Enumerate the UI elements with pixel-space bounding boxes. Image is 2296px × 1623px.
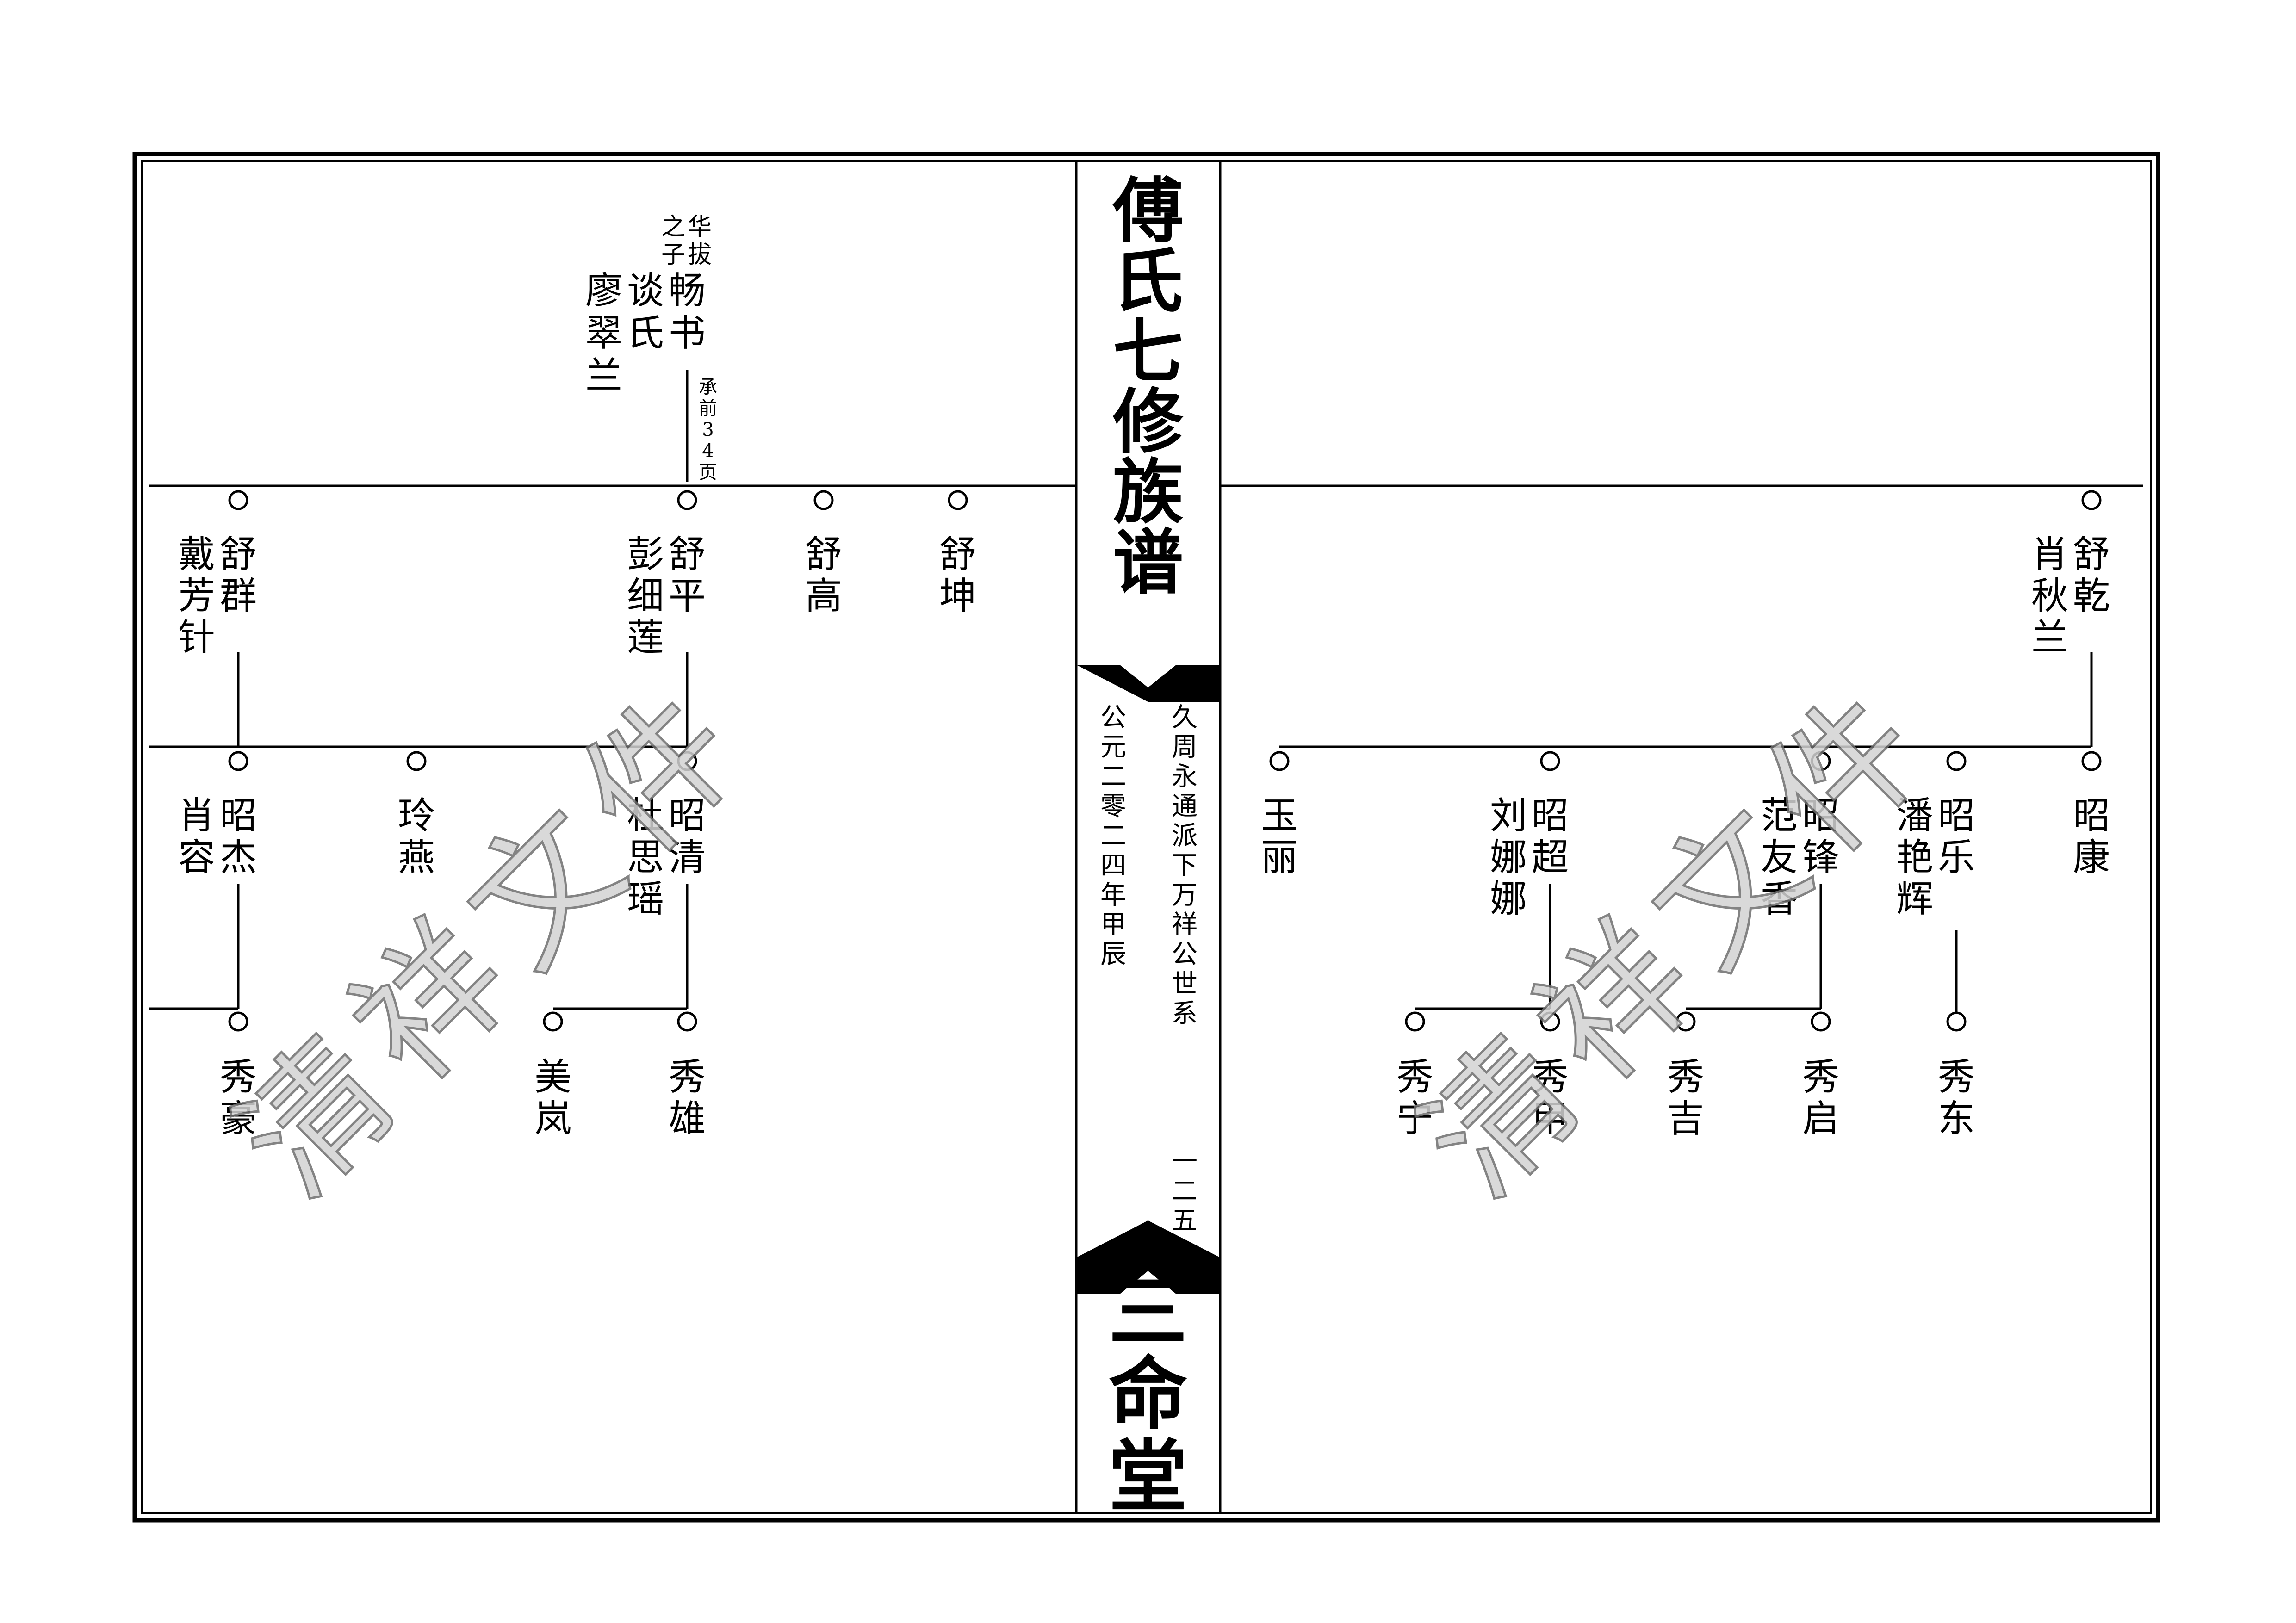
node-xiuxiong (677, 1011, 697, 1032)
spine-page-number: 一二五 (1172, 1146, 1198, 1236)
node-zhaoqing (677, 751, 697, 771)
name-shuqun: 舒群 (220, 533, 257, 617)
node-xiudong (1946, 1011, 1967, 1032)
name-xiuhao: 秀豪 (220, 1055, 257, 1140)
spouse-liunana: 刘娜娜 (1490, 794, 1527, 920)
name-lingyan: 玲燕 (398, 794, 435, 879)
spine: 傅氏七修族谱 久周永通派下万祥公世系 公元二零二四年甲辰 一二五 三命堂 (1075, 161, 1222, 1523)
spouse-dusiyao: 杜思瑶 (627, 794, 664, 920)
node-xiujia (1540, 1011, 1560, 1032)
node-zhaole (1946, 751, 1967, 771)
spine-title: 傅氏七修族谱 (1112, 169, 1184, 604)
node-shukun (948, 490, 968, 510)
watermark-left: 清祥文件 (206, 650, 784, 1228)
name-zhaoqing: 昭清 (669, 794, 706, 879)
node-xiuqi (1811, 1011, 1831, 1032)
node-xiuhao (228, 1011, 248, 1032)
node-zhaokang (2081, 751, 2102, 771)
fish-tail-bottom (1076, 1220, 1220, 1294)
name-xiuji: 秀吉 (1667, 1055, 1704, 1140)
name-meilan: 美岚 (534, 1055, 571, 1140)
node-yuli (1269, 751, 1290, 771)
name-shugao: 舒高 (805, 533, 842, 617)
watermark-right: 清祥文件 (1390, 650, 1969, 1228)
node-lingyan (406, 751, 427, 771)
name-shukun: 舒坤 (939, 533, 976, 617)
spine-hall: 三命堂 (1109, 1266, 1187, 1523)
spine-branch: 久周永通派下万祥公世系 (1172, 702, 1198, 1028)
spouse-fanyouxiang: 范友香 (1761, 794, 1798, 920)
right-page-nodes (1269, 490, 2102, 1032)
fish-tail-top-notch (1120, 665, 1176, 688)
node-shuping (677, 490, 697, 510)
node-meilan (543, 1011, 563, 1032)
spouse-xiaorong: 肖容 (178, 794, 215, 879)
name-xiudong: 秀东 (1938, 1055, 1975, 1140)
node-zhaojie (228, 751, 248, 771)
name-zhaochao: 昭超 (1532, 794, 1569, 879)
spine-date: 公元二零二四年甲辰 (1100, 702, 1126, 969)
watermark-right-text: 清祥文件 (1391, 651, 1967, 1227)
node-xiuning (1405, 1011, 1425, 1032)
ancestor-spouse-2: 廖翠兰 (585, 269, 622, 397)
watermark-left-text: 清祥文件 (207, 651, 783, 1227)
name-shuping: 舒平 (669, 533, 706, 617)
left-page-lines (149, 370, 1076, 1010)
spouse-panyanhui: 潘艳辉 (1896, 794, 1933, 920)
name-shuqian: 舒乾 (2073, 533, 2110, 617)
name-zhaole: 昭乐 (1938, 794, 1975, 879)
name-zhaofeng: 昭锋 (1802, 794, 1839, 879)
right-page-text: 舒乾 肖秋兰 玉丽 昭超 刘娜娜 昭锋 范友香 昭乐 潘艳辉 昭康 秀宁 秀甲 … (1261, 533, 2110, 1140)
name-xiujia: 秀甲 (1532, 1055, 1569, 1140)
name-xiuqi: 秀启 (1802, 1055, 1839, 1140)
right-page-lines (1220, 484, 2143, 1013)
ancestor-name: 畅书 (669, 269, 706, 354)
name-zhaokang: 昭康 (2073, 794, 2110, 879)
spouse-xiaoqiulan: 肖秋兰 (2031, 533, 2068, 659)
name-yuli: 玉丽 (1261, 794, 1298, 879)
fish-tail-bottom-notch (1120, 1271, 1176, 1294)
node-zhaochao (1540, 751, 1560, 771)
inner-frame (141, 160, 2152, 1514)
node-xiuji (1675, 1011, 1696, 1032)
ancestor-note-1: 华拔 (688, 213, 712, 269)
spouse-pengxilian: 彭细莲 (627, 533, 664, 659)
node-shuqian (2081, 490, 2102, 510)
ancestor-spouse-1: 谈氏 (627, 269, 664, 354)
name-xiuxiong: 秀雄 (669, 1055, 706, 1140)
left-page-nodes (228, 490, 968, 1032)
node-shugao (813, 490, 834, 510)
node-zhaofeng (1811, 751, 1831, 771)
outer-frame (132, 152, 2160, 1523)
name-xiuning: 秀宁 (1396, 1055, 1433, 1140)
name-zhaojie: 昭杰 (220, 794, 257, 879)
ancestor-note-2: 之子 (661, 213, 685, 269)
node-shuqun (228, 490, 248, 510)
spouse-daifangzhen: 戴芳针 (178, 533, 215, 659)
